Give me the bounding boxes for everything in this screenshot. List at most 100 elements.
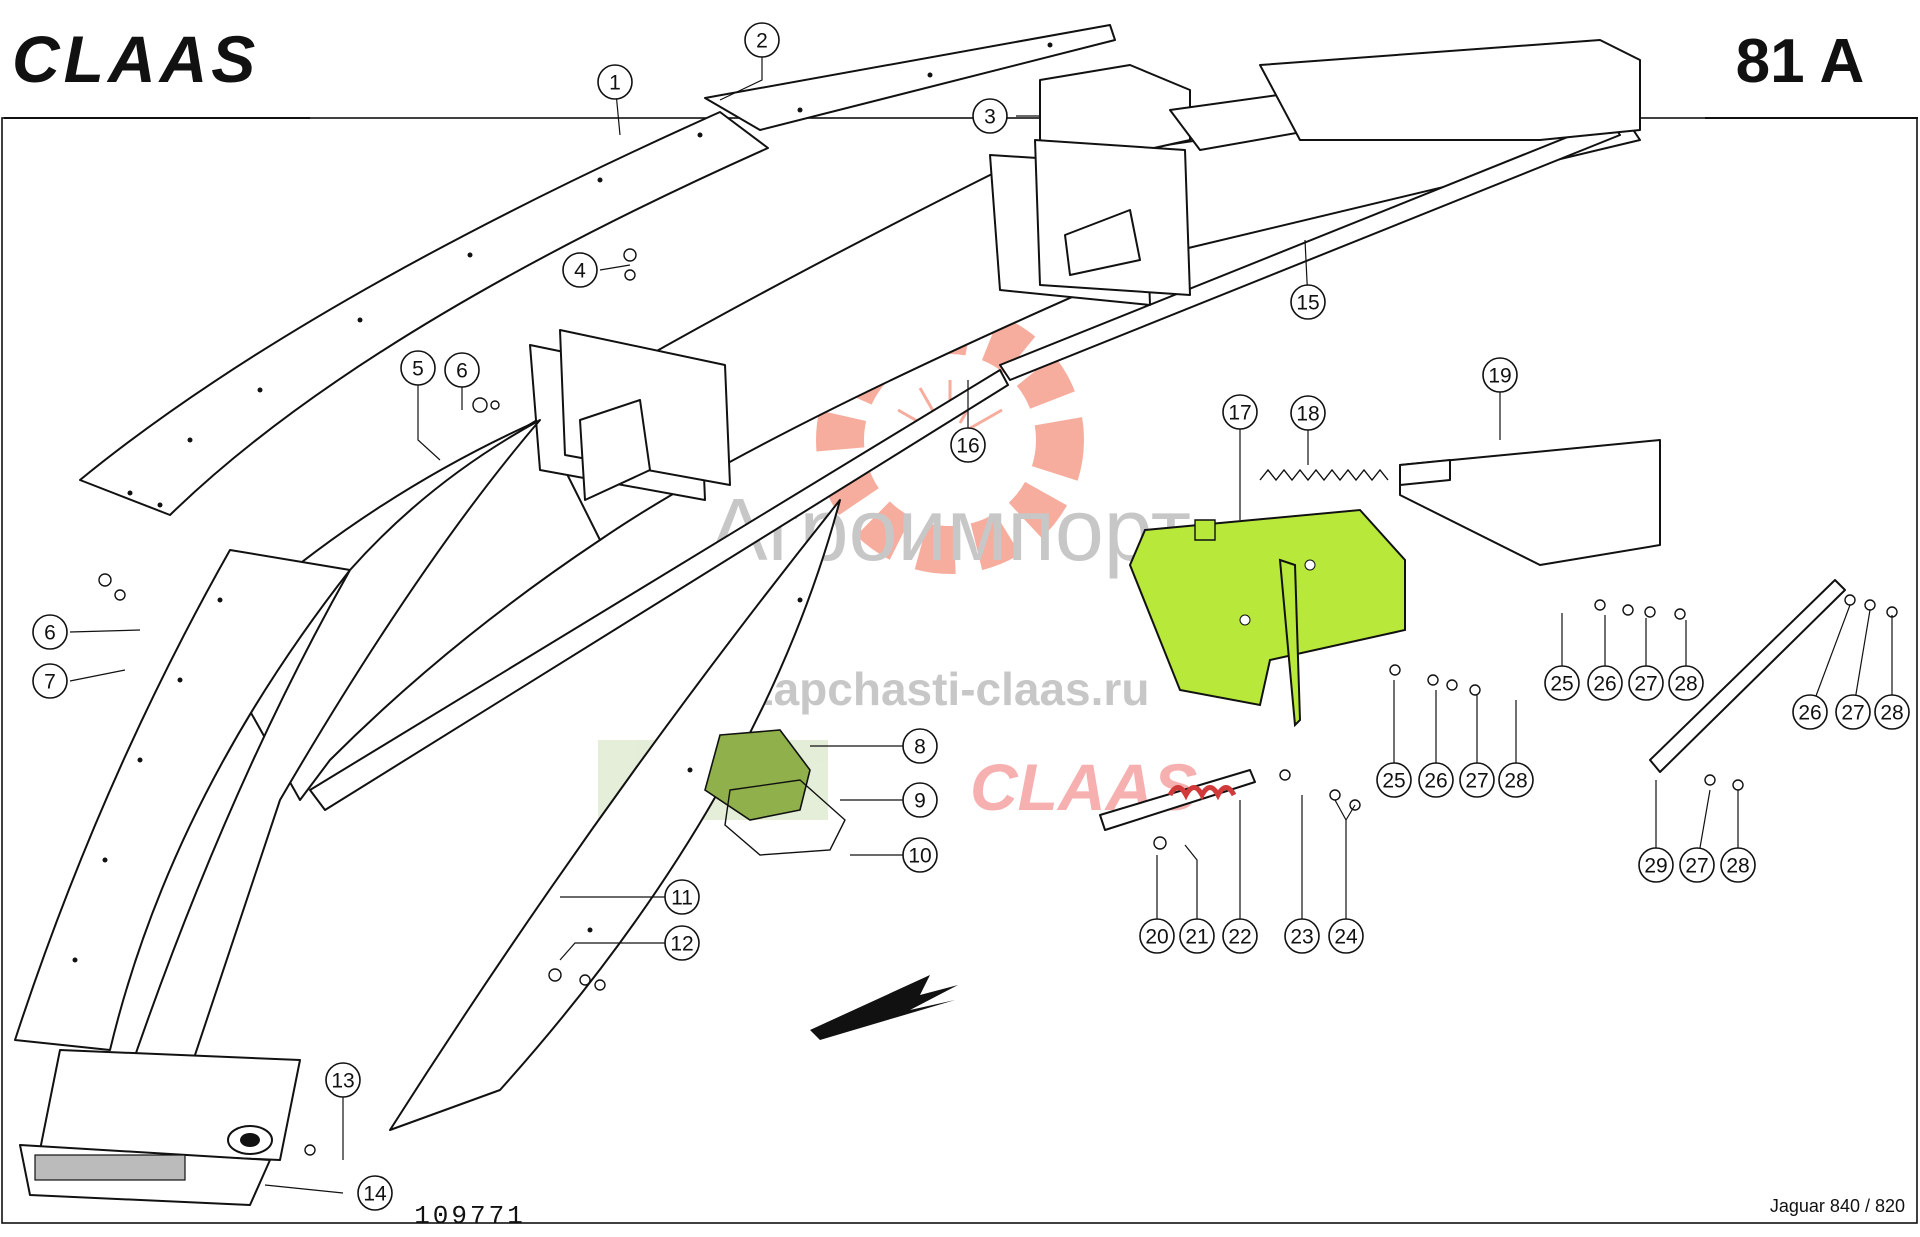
callout-circle — [1290, 284, 1326, 320]
callout-number: 25 — [1382, 770, 1405, 793]
callout-circle — [1668, 665, 1704, 701]
callout-number: 19 — [1488, 365, 1511, 388]
deflector-panel-11 — [389, 499, 841, 1131]
watermark-brand: CLAAS — [970, 750, 1197, 824]
drawing-number: 109771 — [414, 1201, 526, 1231]
callout-number: 23 — [1290, 926, 1313, 949]
callout-c27c: 27 — [1835, 694, 1871, 730]
callout-circle — [597, 64, 633, 100]
callout-number: 24 — [1334, 926, 1358, 949]
callout-circle — [400, 350, 436, 386]
callout-circle — [664, 879, 700, 915]
callout-number: 21 — [1185, 926, 1208, 949]
callout-number: 27 — [1634, 673, 1657, 696]
callout-circle — [1482, 357, 1518, 393]
callout-circle — [1222, 394, 1258, 430]
callout-circle — [562, 252, 598, 288]
upper-cover-plate-2 — [704, 24, 1116, 131]
callout-circle — [972, 98, 1008, 134]
callout-c24: 24 — [1328, 918, 1364, 954]
callout-circle — [1638, 847, 1674, 883]
callout-number: 25 — [1550, 673, 1573, 696]
callout-number: 12 — [670, 933, 693, 956]
callout-number: 28 — [1504, 770, 1527, 793]
chute-body — [209, 39, 1641, 811]
callout-circle — [744, 22, 780, 58]
footer: 109771 Jaguar 840 / 820 — [414, 1196, 1905, 1231]
callout-number: 11 — [671, 887, 693, 910]
callout-number: 10 — [908, 845, 931, 868]
callout-c28a: 28 — [1668, 665, 1704, 701]
callout-circle — [1498, 762, 1534, 798]
callout-c15: 15 — [1290, 284, 1326, 320]
callout-circle — [1328, 918, 1364, 954]
callout-c25a: 25 — [1544, 665, 1580, 701]
callout-c16: 16 — [950, 427, 986, 463]
callout-number: 8 — [914, 736, 926, 759]
callout-circle — [1874, 694, 1910, 730]
callout-c28b: 28 — [1498, 762, 1534, 798]
callout-c29: 29 — [1638, 847, 1674, 883]
callout-number: 16 — [956, 435, 979, 458]
callout-number: 1 — [609, 72, 621, 95]
callout-c27d: 27 — [1679, 847, 1715, 883]
spout-base-14 — [19, 1049, 301, 1206]
callout-number: 26 — [1424, 770, 1447, 793]
callout-c6a: 6 — [444, 352, 480, 388]
callout-number: 22 — [1228, 926, 1251, 949]
callout-c10: 10 — [902, 837, 938, 873]
callout-circle — [1587, 665, 1623, 701]
callout-number: 3 — [984, 106, 996, 129]
callout-circle — [1284, 918, 1320, 954]
callout-number: 20 — [1145, 926, 1168, 949]
callout-number: 18 — [1296, 403, 1319, 426]
callout-c19: 19 — [1482, 357, 1518, 393]
callout-c12: 12 — [664, 925, 700, 961]
callout-number: 28 — [1726, 855, 1749, 878]
callout-circle — [1139, 918, 1175, 954]
callout-circle — [1792, 694, 1828, 730]
callout-c21: 21 — [1179, 918, 1215, 954]
cover-19 — [1399, 439, 1661, 566]
direction-arrow — [810, 975, 958, 1040]
tension-spring-18 — [1259, 468, 1389, 482]
callout-number: 14 — [363, 1183, 387, 1206]
callout-number: 28 — [1674, 673, 1697, 696]
callout-c26a: 26 — [1587, 665, 1623, 701]
pivot-pin-22 — [1099, 769, 1256, 831]
callout-number: 5 — [412, 358, 424, 381]
callout-c26c: 26 — [1792, 694, 1828, 730]
callout-circle — [1418, 762, 1454, 798]
callout-circle — [902, 728, 938, 764]
callout-c27b: 27 — [1459, 762, 1495, 798]
callout-c28d: 28 — [1720, 847, 1756, 883]
callout-c11: 11 — [664, 879, 700, 915]
callout-number: 29 — [1644, 855, 1667, 878]
side-wall-panel-5 — [119, 419, 541, 1131]
callout-c4: 4 — [562, 252, 598, 288]
callout-c20: 20 — [1139, 918, 1175, 954]
callout-c26b: 26 — [1418, 762, 1454, 798]
callout-c3: 3 — [972, 98, 1008, 134]
callout-circle — [1222, 918, 1258, 954]
callout-number: 17 — [1228, 402, 1251, 425]
upper-cover-plate-1 — [79, 111, 769, 516]
callout-circle — [1290, 395, 1326, 431]
callout-c13: 13 — [325, 1062, 361, 1098]
callout-circle — [1720, 847, 1756, 883]
callout-c18: 18 — [1290, 395, 1326, 431]
watermark-company: Агроимпорт — [709, 480, 1191, 579]
callout-circle — [357, 1175, 393, 1211]
rubber-pad-8 — [704, 729, 811, 821]
callout-c25b: 25 — [1376, 762, 1412, 798]
brand-logo: CLAAS — [12, 22, 259, 96]
callout-number: 4 — [574, 260, 586, 283]
callout-number: 6 — [456, 360, 468, 383]
callout-number: 26 — [1593, 673, 1616, 696]
rubber-pad-9 — [724, 779, 846, 856]
link-rod-29 — [1649, 579, 1846, 773]
callout-c6b: 6 — [32, 614, 68, 650]
callout-number: 7 — [44, 671, 56, 694]
callout-circle — [1835, 694, 1871, 730]
